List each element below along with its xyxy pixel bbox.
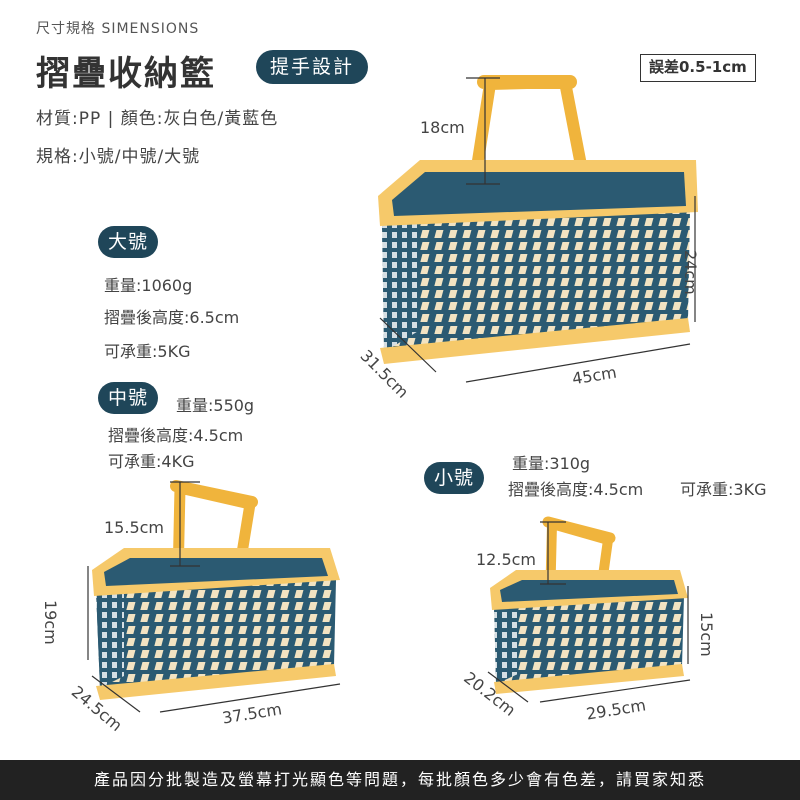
tolerance-note: 誤差0.5-1cm: [640, 54, 756, 82]
page-title: 摺疊收納籃: [36, 54, 216, 94]
page-subtitle: 尺寸規格 SIMENSIONS: [36, 21, 200, 37]
color-difference-notice: 產品因分批製造及螢幕打光顯色等問題，每批顏色多少會有色差，請買家知悉: [0, 760, 800, 800]
small-weight: 重量:310g: [512, 454, 591, 473]
medium-basket-image: [87, 480, 341, 713]
large-basket-image: [378, 75, 698, 383]
small-basket-image: [487, 516, 691, 703]
large-folded-height: 摺疊後高度:6.5cm: [104, 308, 240, 327]
medium-height: 19cm: [41, 600, 60, 645]
medium-handle-height: 15.5cm: [104, 518, 165, 537]
medium-load: 可承重:4KG: [108, 452, 195, 471]
large-load: 可承重:5KG: [104, 342, 191, 361]
small-load: 可承重:3KG: [680, 480, 767, 499]
small-height: 15cm: [697, 612, 716, 657]
size-spec: 規格:小號/中號/大號: [36, 147, 201, 167]
medium-weight: 重量:550g: [176, 396, 255, 415]
small-folded-height: 摺疊後高度:4.5cm: [508, 480, 644, 499]
small-size-badge: 小號: [424, 462, 485, 494]
large-height: 24cm: [681, 250, 700, 295]
medium-size-badge: 中號: [98, 382, 159, 414]
large-handle-height: 18cm: [420, 118, 465, 137]
medium-folded-height: 摺疊後高度:4.5cm: [108, 426, 244, 445]
large-size-badge: 大號: [98, 226, 159, 258]
handle-design-badge: 提手設計: [256, 50, 369, 84]
small-handle-height: 12.5cm: [476, 550, 537, 569]
large-weight: 重量:1060g: [104, 276, 193, 295]
material-color-spec: 材質:PP | 顏色:灰白色/黃藍色: [36, 109, 279, 129]
